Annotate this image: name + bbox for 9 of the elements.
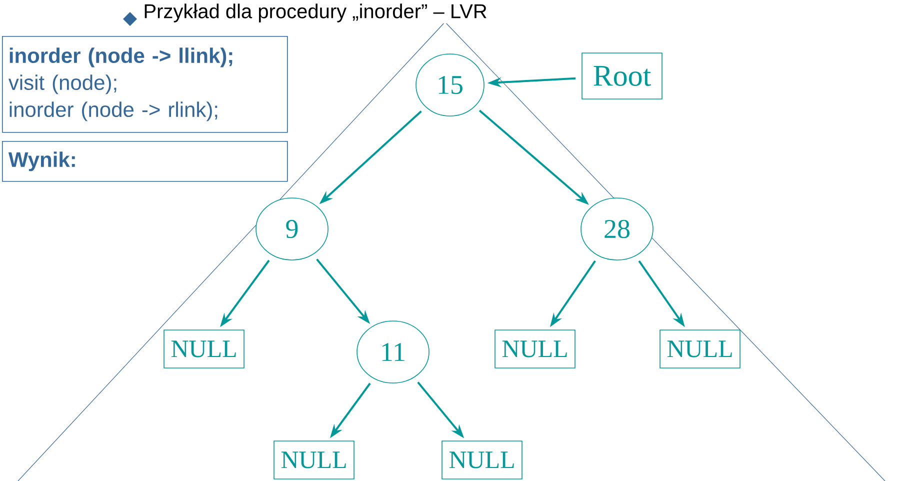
code-box: inorder (node -> llink); visit (node); inorder (node -> rlink);: [2, 36, 288, 133]
label-box: NULL: [494, 330, 576, 368]
title: Przykład dla procedury „inorder” – LVR: [144, 4, 486, 22]
label-box: Root: [582, 52, 662, 100]
label-box: NULL: [274, 440, 354, 480]
label-box: NULL: [164, 330, 244, 368]
label-box: NULL: [442, 440, 522, 480]
label-box: NULL: [660, 330, 740, 368]
code-box: Wynik:: [2, 141, 288, 182]
